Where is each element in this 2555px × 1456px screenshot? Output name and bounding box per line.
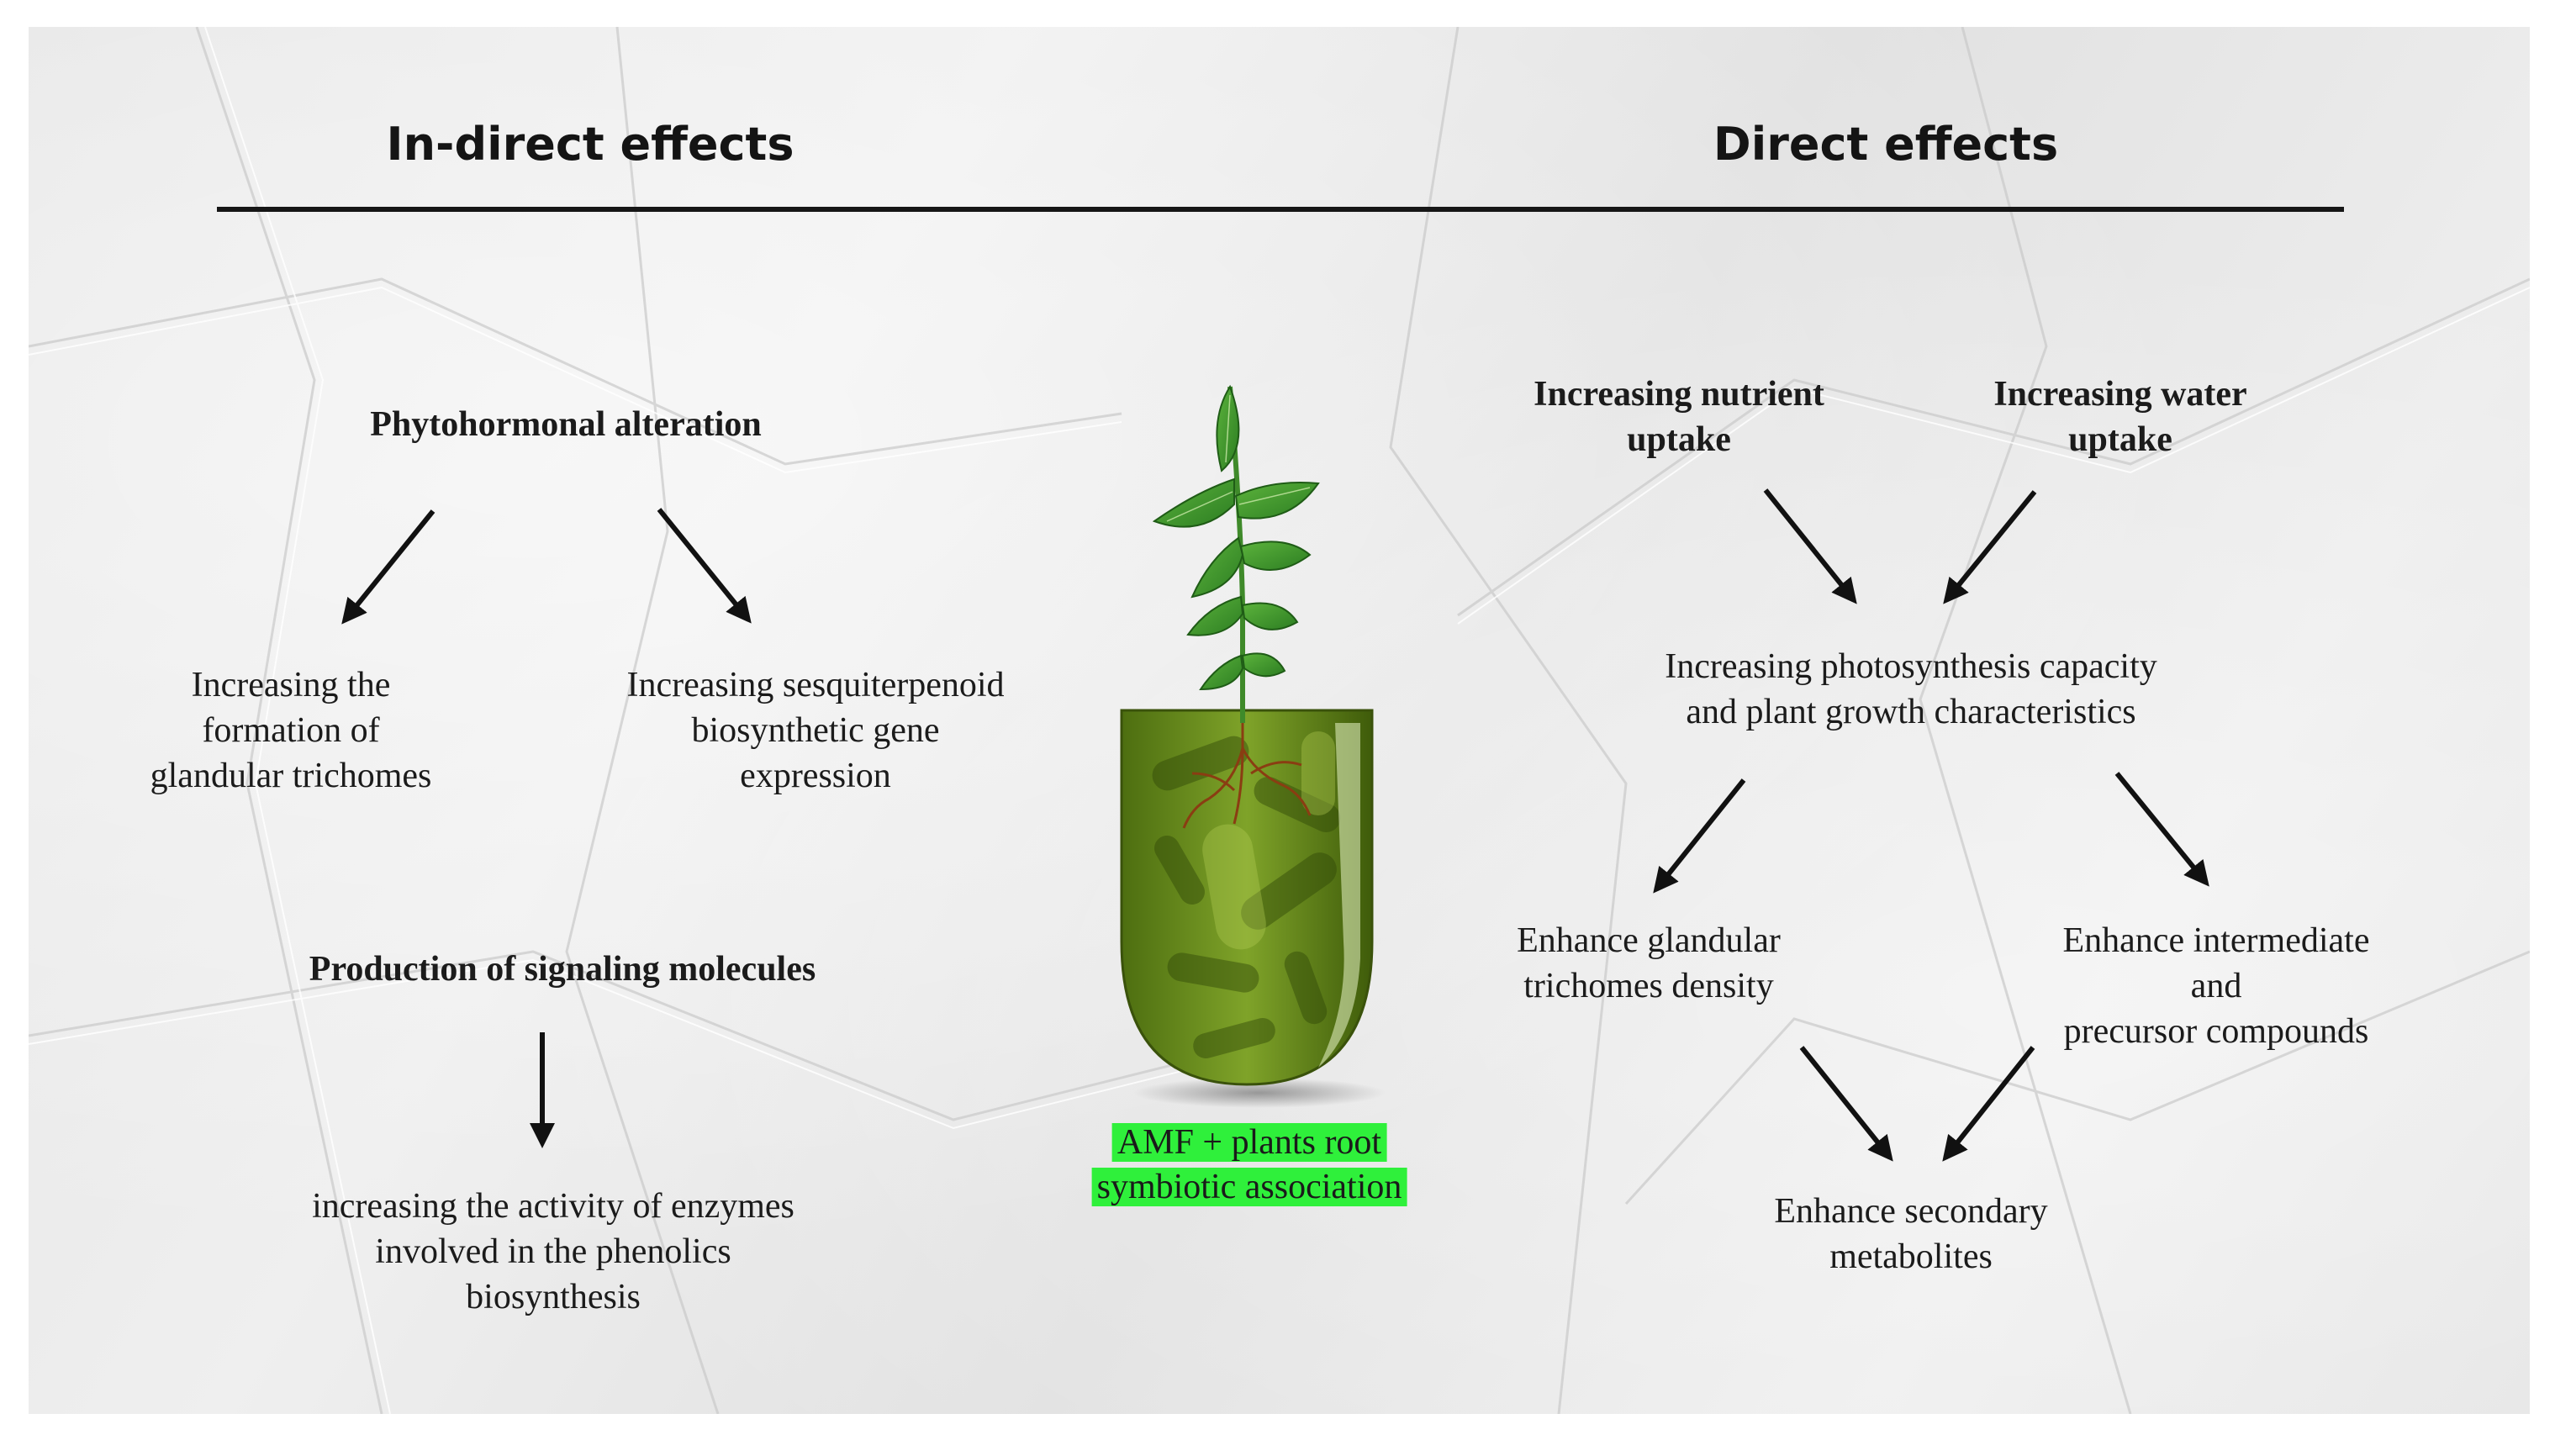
water-uptake-label: Increasing water uptake (1993, 375, 2247, 459)
arrow-phyto-to-sesquiterpenoid (657, 508, 752, 624)
amf-caption-line1: AMF + plants root (1111, 1123, 1387, 1162)
intermediate-compounds-label: Enhance intermediate and precursor compo… (2062, 921, 2370, 1051)
signaling-molecules-label: Production of signaling molecules (309, 950, 816, 989)
photosynthesis-label: Increasing photosynthesis capacity and p… (1665, 647, 2157, 731)
header-divider (217, 207, 2344, 212)
capsule-shadow (1133, 1078, 1386, 1108)
trichome-density-label: Enhance glandular trichomes density (1517, 921, 1781, 1005)
phytohormonal-alteration-label: Phytohormonal alteration (370, 405, 762, 444)
arrow-water-to-photosynthesis (1943, 490, 2037, 604)
amf-caption-line2: symbiotic association (1091, 1168, 1407, 1206)
secondary-metabolites-label: Enhance secondary metabolites (1774, 1192, 2048, 1276)
indirect-effects-header: In-direct effects (386, 118, 794, 171)
amf-caption: AMF + plants root symbiotic association (1091, 1121, 1407, 1210)
enzymes-activity-label: increasing the activity of enzymes invol… (312, 1187, 794, 1316)
paper-creases (29, 27, 2530, 1414)
arrow-density-to-secondary (1799, 1046, 1893, 1162)
arrow-intermediate-to-secondary (1942, 1046, 2035, 1162)
sesquiterpenoid-label: Increasing sesquiterpenoid biosynthetic … (626, 666, 1005, 795)
plant-soil-illustration (1120, 384, 1386, 1108)
plant-leaves (1152, 384, 1320, 691)
direct-effects-header: Direct effects (1713, 118, 2059, 171)
nutrient-uptake-label: Increasing nutrient uptake (1534, 375, 1824, 459)
arrow-photosynthesis-to-intermediate (2114, 772, 2209, 887)
plant-roots (1182, 689, 1312, 829)
trichomes-formation-label: Increasing the formation of glandular tr… (150, 666, 432, 795)
arrow-photosynthesis-to-density (1653, 778, 1746, 894)
soil-capsule (1120, 709, 1374, 1086)
microbe-shapes (1152, 736, 1341, 1059)
arrow-phyto-to-trichomes (341, 509, 436, 625)
capsule-highlight (1318, 723, 1360, 1068)
arrow-nutrient-to-photosynthesis (1763, 488, 1857, 604)
